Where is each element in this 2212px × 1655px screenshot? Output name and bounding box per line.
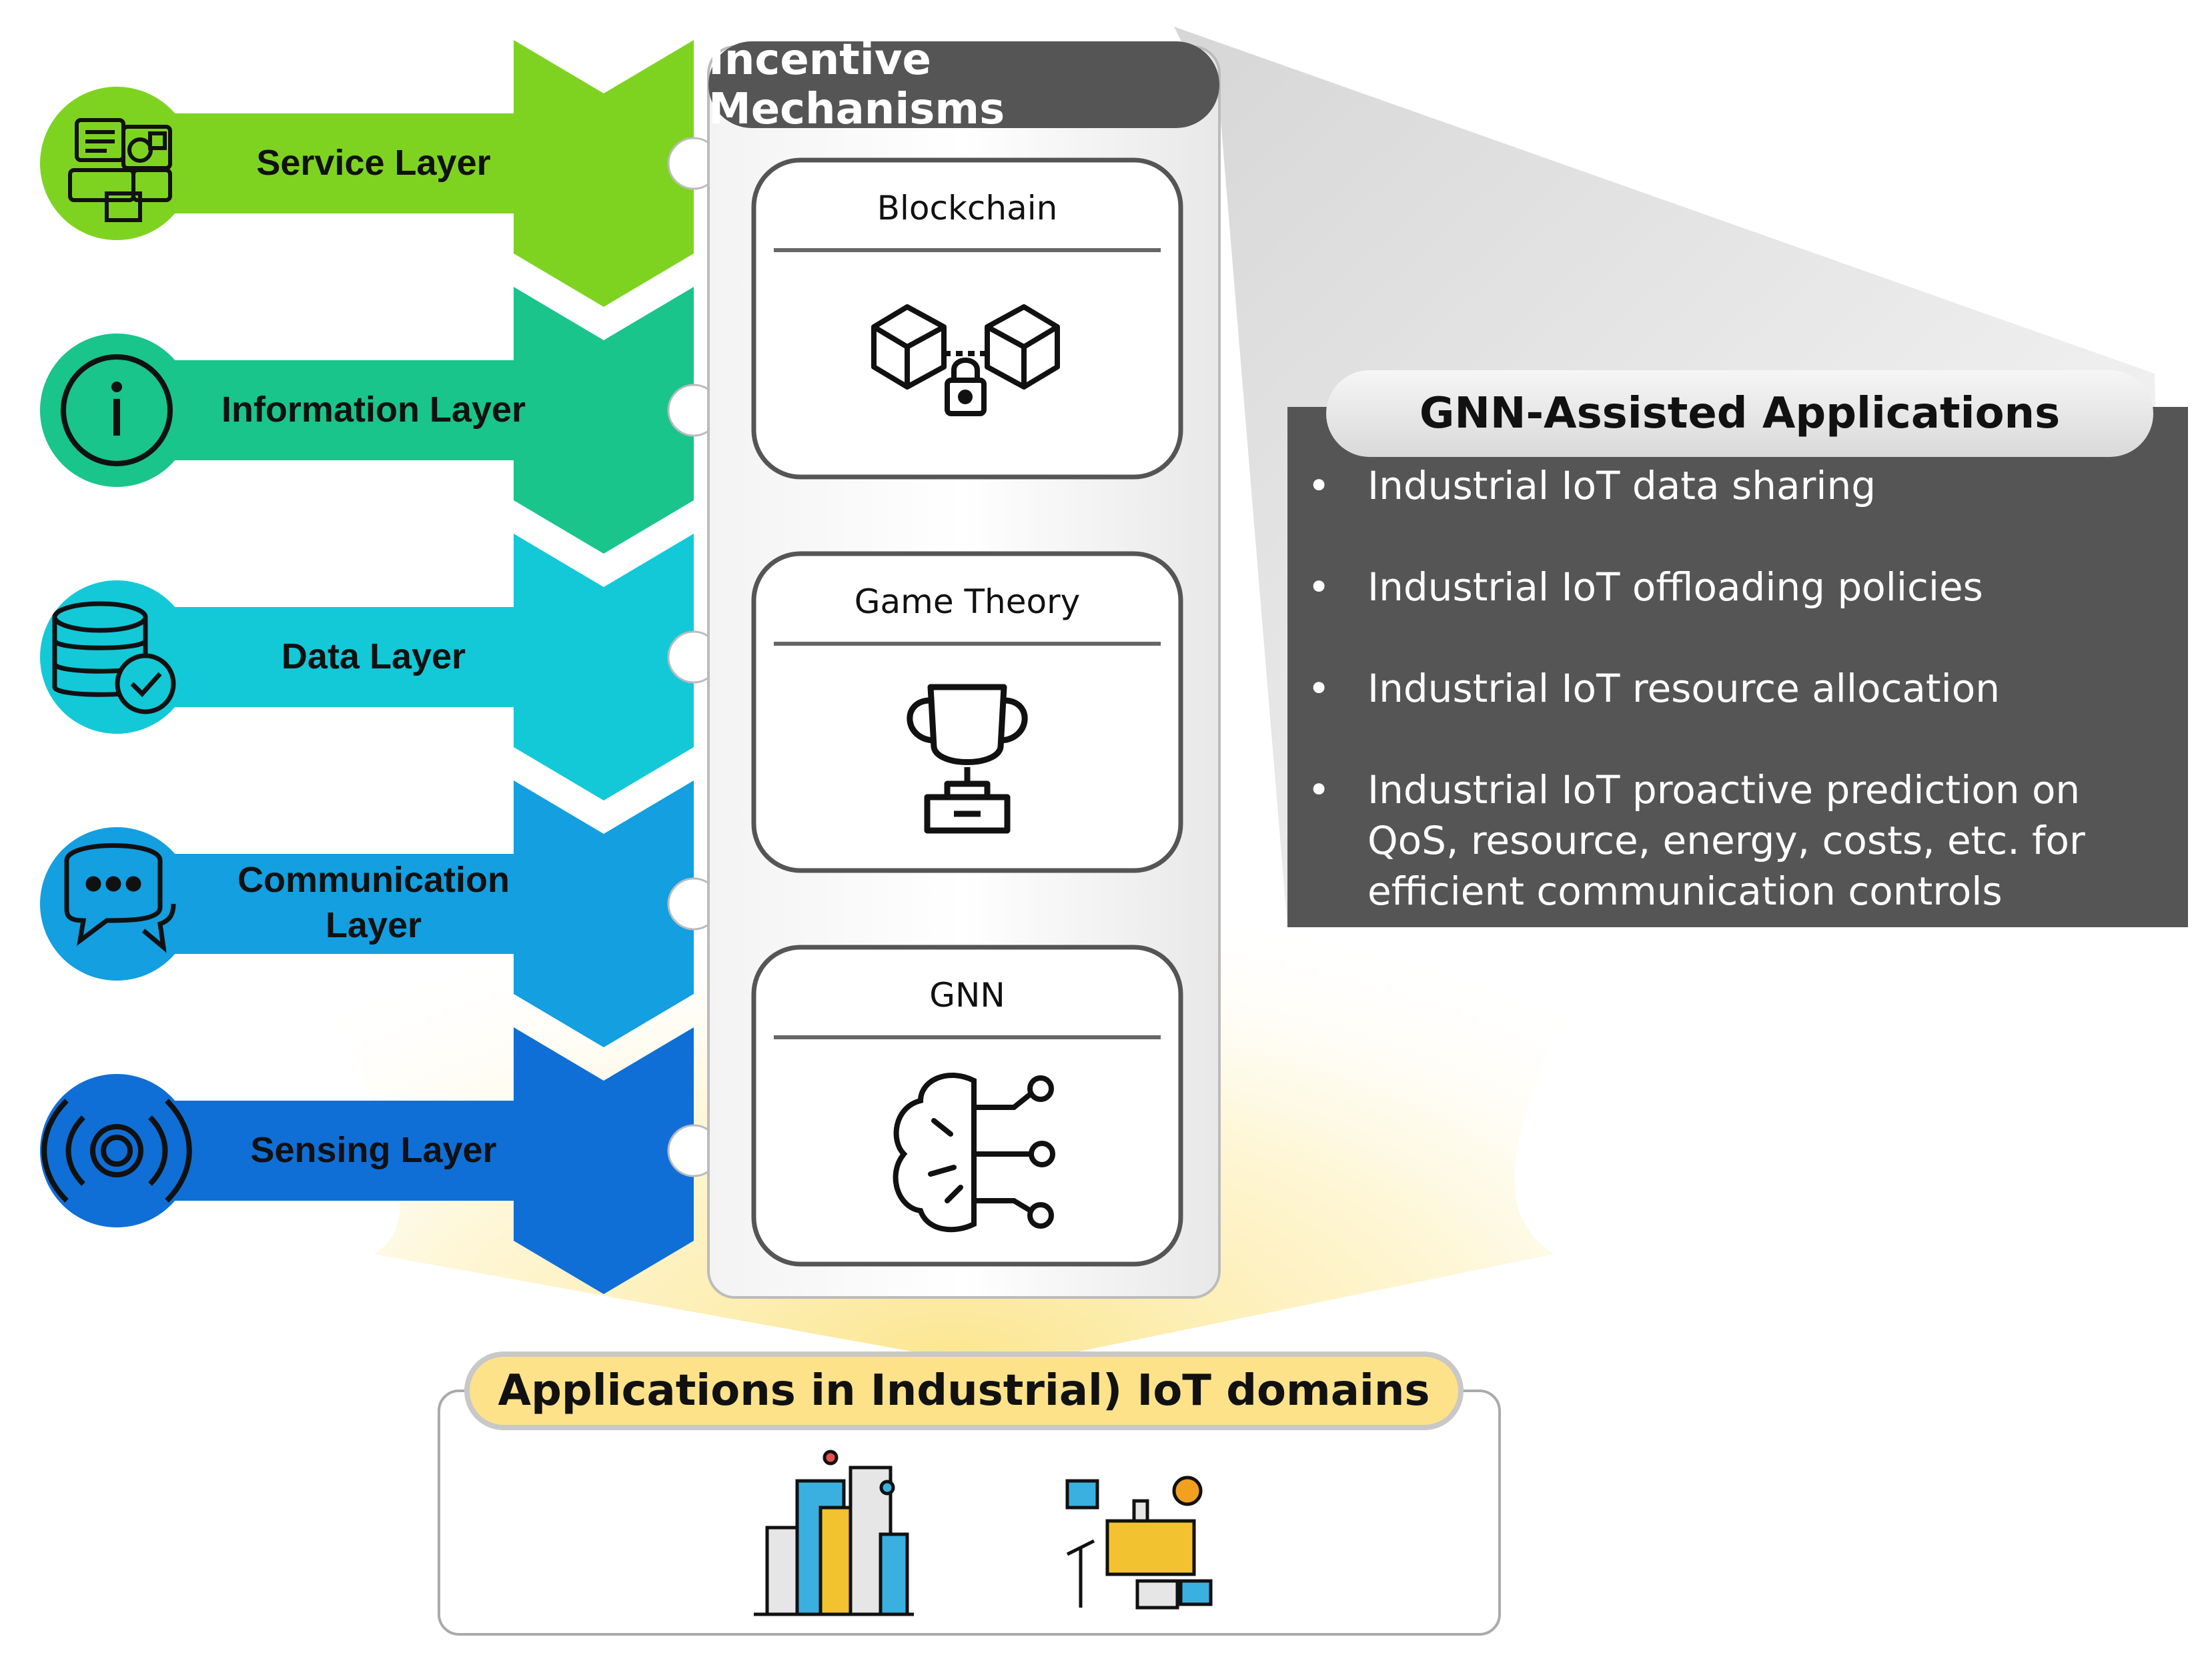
- layer-label-communication: Communication Layer: [237, 860, 510, 945]
- service-dashboard-icon: [68, 118, 172, 222]
- incentive-title: Incentive Mechanisms: [708, 35, 1005, 134]
- layer-label-information: Information Layer: [221, 390, 526, 430]
- chevron-sensing: [514, 1027, 694, 1294]
- chevron-service: [514, 40, 694, 307]
- gnn-apps-bullet: Industrial IoT resource allocation: [1307, 663, 2175, 714]
- chat-bubbles-icon: [64, 843, 176, 953]
- layer-banners: [113, 113, 580, 1201]
- applications-title: Applications in Industrial) IoT domains: [498, 1366, 1430, 1416]
- mechanism-label-gnn: GNN: [929, 976, 1005, 1015]
- smart-factory-icon: [1065, 1476, 1213, 1610]
- gnn-apps-bullet: Industrial IoT proactive prediction on Q…: [1307, 764, 2175, 917]
- chevron-communication: [514, 780, 694, 1047]
- gnn-apps-bullet: Industrial IoT data sharing: [1307, 460, 2175, 511]
- chevron-information: [514, 287, 694, 554]
- layer-label-data: Data Layer: [281, 636, 466, 676]
- gnn-apps-title: GNN-Assisted Applications: [1419, 389, 2061, 438]
- applications-title-pill: [464, 1351, 1464, 1430]
- trophy-icon: [907, 684, 1028, 834]
- connector-knobs: [667, 137, 720, 1177]
- smart-city-icon: [754, 1450, 914, 1616]
- gnn-apps-bullet: Industrial IoT offloading policies: [1307, 562, 2175, 612]
- database-check-icon: [52, 601, 176, 714]
- mechanism-label-blockchain: Blockchain: [877, 189, 1058, 227]
- layer-label-sensing: Sensing Layer: [250, 1130, 497, 1170]
- layer-spine: [514, 40, 694, 1294]
- layer-label-service: Service Layer: [256, 143, 491, 183]
- gnn-apps-list: Industrial IoT data sharing Industrial I…: [1307, 460, 2175, 967]
- chevron-data: [514, 534, 694, 800]
- blockchain-cubes-lock-icon: [871, 304, 1060, 416]
- info-icon: [61, 354, 173, 466]
- mechanism-title-bar: [708, 41, 1219, 128]
- signal-broadcast-icon: [41, 1099, 192, 1203]
- layer-icon-circles: [40, 87, 193, 1227]
- mechanism-label-game-theory: Game Theory: [854, 582, 1081, 621]
- gnn-apps-title-pill: [1326, 370, 2153, 457]
- brain-network-icon: [893, 1072, 1055, 1233]
- mechanism-cards: [751, 157, 1183, 1267]
